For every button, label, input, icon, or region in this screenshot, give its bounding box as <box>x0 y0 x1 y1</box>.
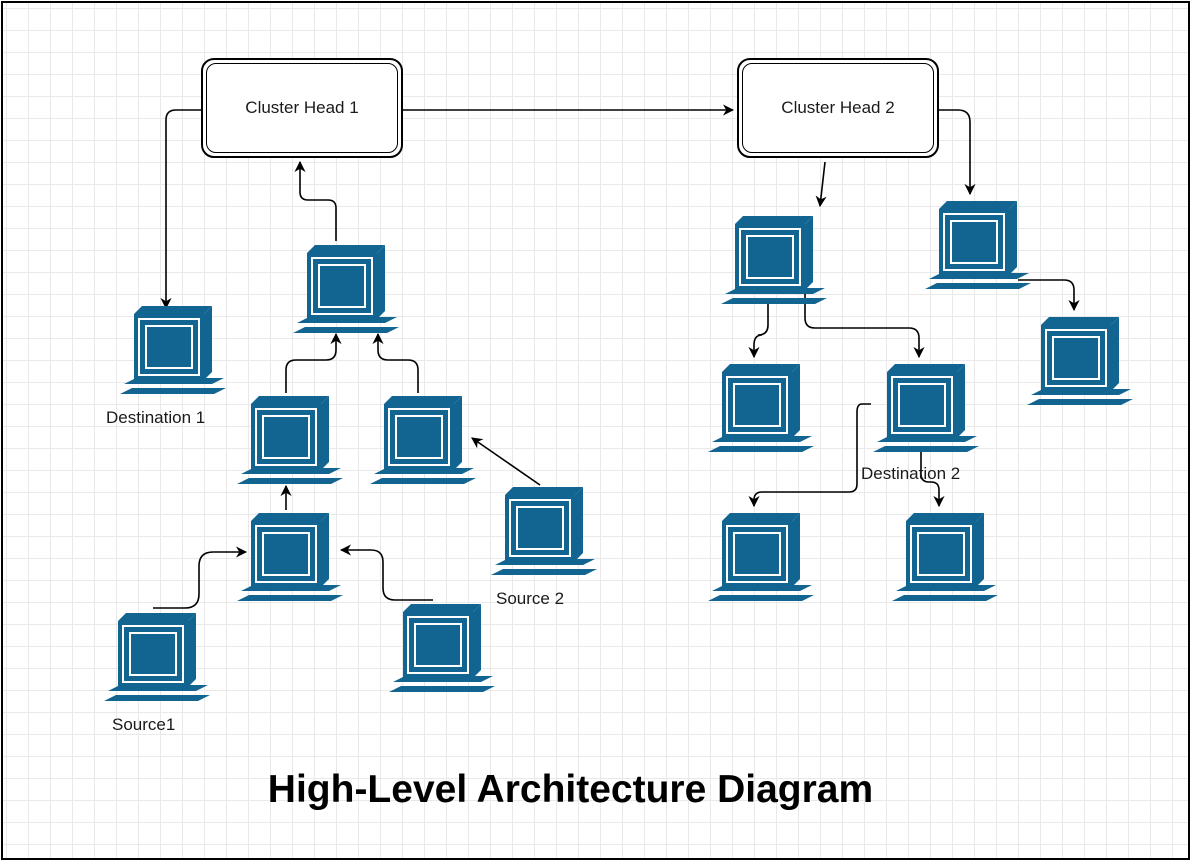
edge-source-1-to-lower <box>153 546 248 609</box>
computer-ch2-child-left[interactable] <box>721 216 827 304</box>
computer-bottom-right[interactable] <box>892 513 998 601</box>
edge-mid-right-to-relay <box>372 332 419 393</box>
computer-destination-1[interactable] <box>120 306 226 394</box>
edge-ch2-to-child-left <box>815 161 827 208</box>
edge-child-left-to-destination-2 <box>804 293 925 359</box>
computer-ch2-child-right[interactable] <box>925 201 1031 289</box>
cluster-head-2-label: Cluster Head 2 <box>781 98 895 117</box>
computer-source-1[interactable] <box>104 613 210 701</box>
edge-source-2-to-mid-right <box>471 437 541 486</box>
computer-lower-right[interactable] <box>389 604 495 692</box>
edge-lower-right-to-lower <box>339 544 433 601</box>
edge-destination-2-to-bottom-right <box>920 448 945 508</box>
destination-1-label: Destination 1 <box>106 408 206 427</box>
edge-destination-2-to-bottom-left <box>748 403 871 508</box>
edge-relay-to-ch1 <box>294 160 337 241</box>
computer-mid-right[interactable] <box>370 396 476 484</box>
computer-source-2[interactable] <box>491 487 597 575</box>
source-2-label: Source 2 <box>496 589 565 608</box>
destination-2-label: Destination 2 <box>861 464 961 483</box>
computer-far-right[interactable] <box>1027 317 1133 405</box>
edge-ch2-to-child-right <box>939 109 976 196</box>
source-1-label: Source1 <box>112 715 176 734</box>
edge-mid-left-to-relay <box>285 332 342 393</box>
computer-left-mid[interactable] <box>708 364 814 452</box>
cluster-head-2[interactable]: Cluster Head 2 <box>737 58 939 158</box>
cluster-head-1-label: Cluster Head 1 <box>245 98 359 117</box>
cluster-head-1[interactable]: Cluster Head 1 <box>201 58 403 158</box>
computer-relay-top[interactable] <box>293 245 399 333</box>
computer-destination-2[interactable] <box>873 364 979 452</box>
computer-lower-relay[interactable] <box>237 513 343 601</box>
edge-child-left-to-left-mid <box>748 303 769 359</box>
diagram-title: High-Level Architecture Diagram <box>267 768 874 811</box>
computer-bottom-left[interactable] <box>708 513 814 601</box>
edge-child-right-to-far-right <box>1018 279 1080 312</box>
computer-mid-left[interactable] <box>237 396 343 484</box>
edge-ch1-to-destination-1 <box>160 109 201 310</box>
